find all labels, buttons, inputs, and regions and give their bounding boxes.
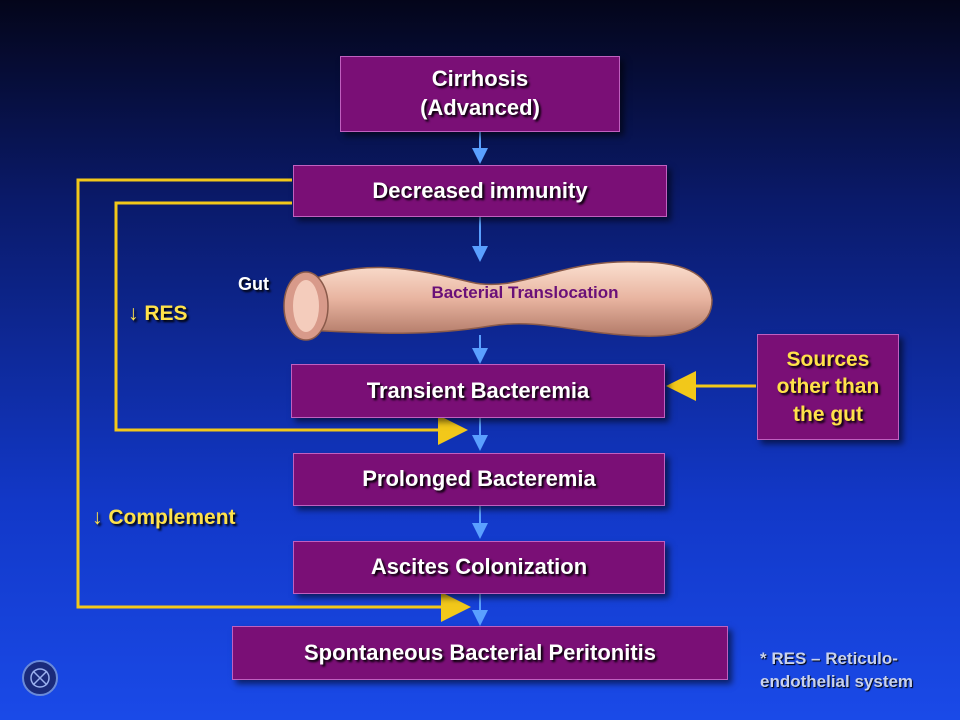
node-ascites-colonization: Ascites Colonization: [293, 541, 665, 594]
logo-emblem-icon: [22, 660, 58, 696]
node-transient-bacteremia: Transient Bacteremia: [291, 364, 665, 418]
gut-illustration: [283, 260, 713, 341]
feedback-arrows: [76, 178, 756, 622]
label-complement: ↓ Complement: [92, 506, 236, 529]
label-res: ↓ RES: [128, 302, 188, 325]
node-cirrhosis: Cirrhosis (Advanced): [340, 56, 620, 132]
node-sbp: Spontaneous Bacterial Peritonitis: [232, 626, 728, 680]
node-bacterial-translocation: Bacterial Translocation: [431, 283, 619, 302]
node-decreased-immunity: Decreased immunity: [293, 165, 667, 217]
node-prolonged-bacteremia: Prolonged Bacteremia: [293, 453, 665, 506]
node-sources-other-than-gut: Sources other than the gut: [757, 334, 899, 440]
footnote-res: * RES – Reticulo- endothelial system: [760, 649, 914, 691]
label-gut: Gut: [238, 274, 269, 294]
